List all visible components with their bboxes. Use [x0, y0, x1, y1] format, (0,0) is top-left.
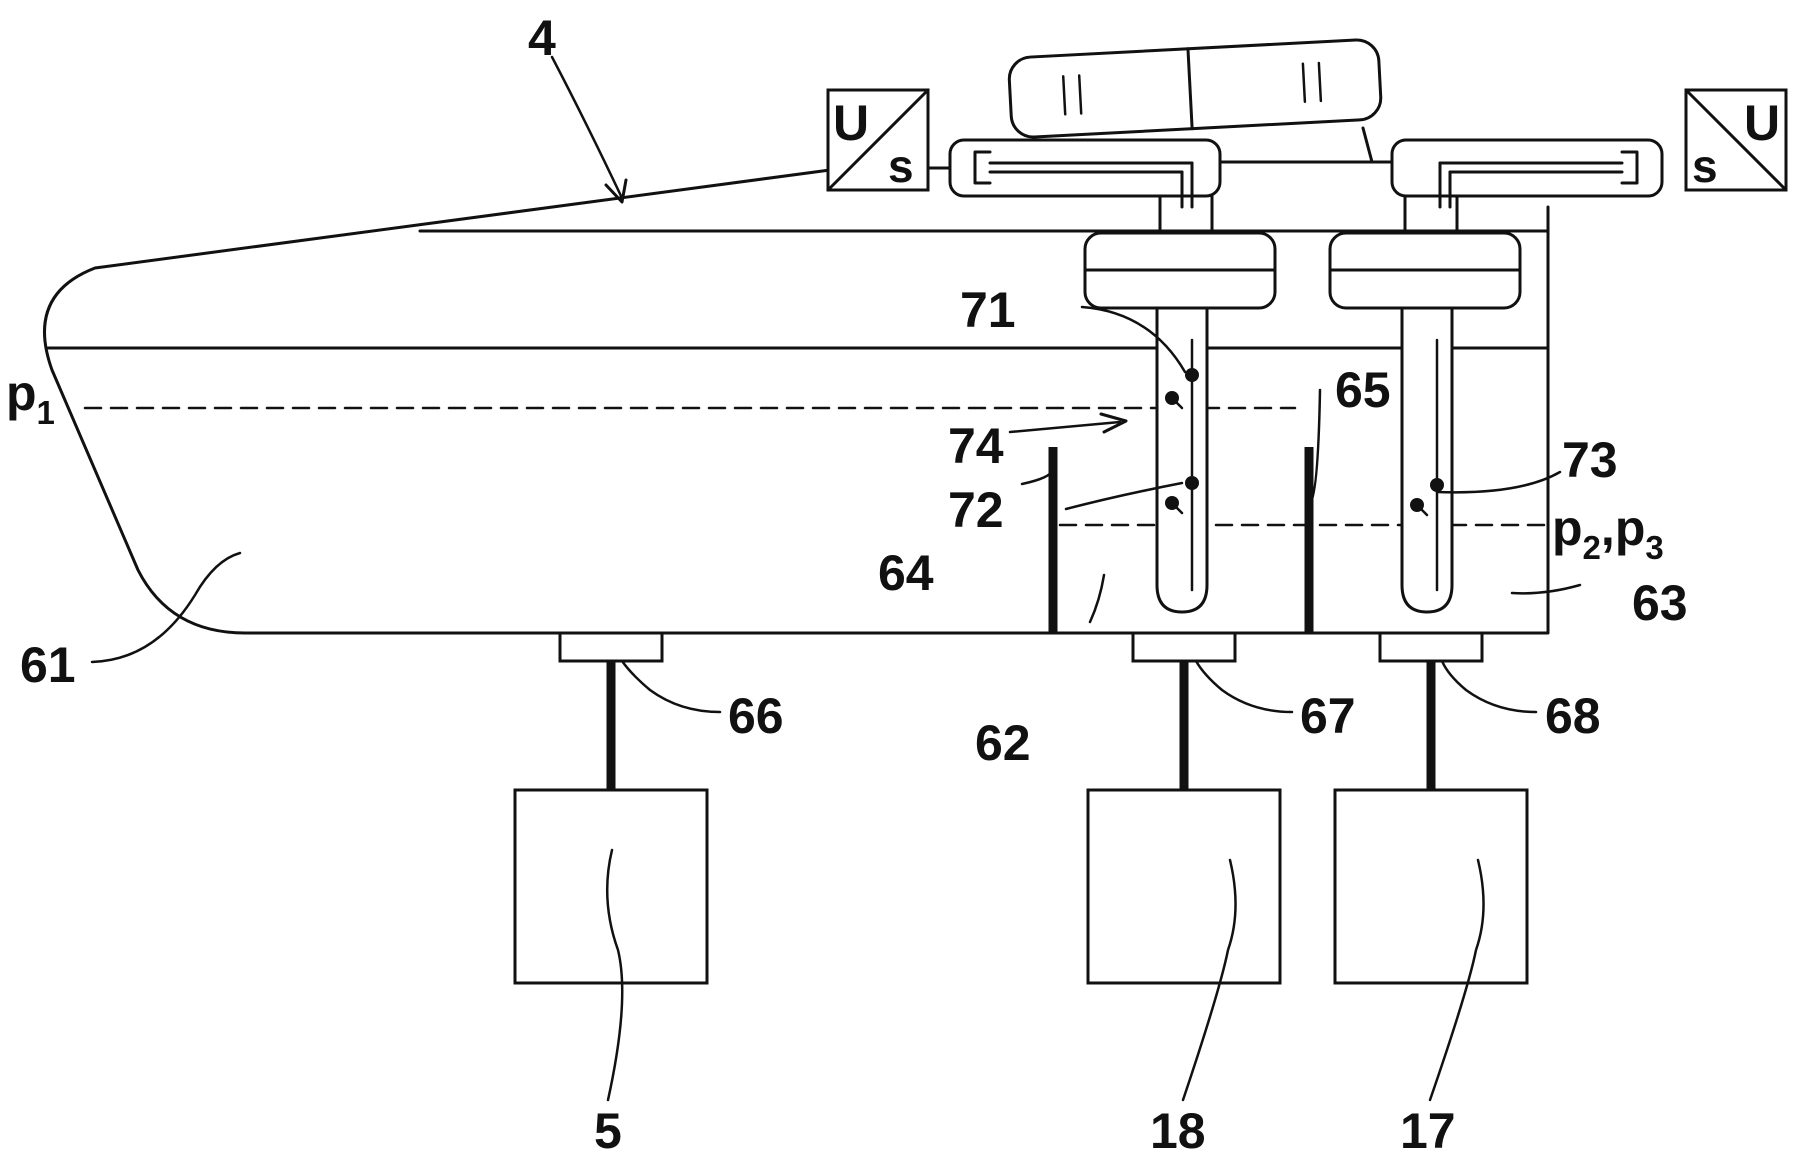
ports-and-pipes	[558, 631, 1484, 790]
converter-right-top: U	[1744, 95, 1780, 151]
label-65: 65	[1335, 362, 1391, 418]
unit-middle-box	[1086, 788, 1282, 985]
label-p1: p1	[6, 365, 55, 431]
label-73: 73	[1562, 432, 1618, 488]
label-74: 74	[948, 418, 1004, 474]
label-68: 68	[1545, 688, 1601, 744]
label-62: 62	[975, 715, 1031, 771]
label-66: 66	[728, 688, 784, 744]
cap-assembly	[926, 38, 1664, 235]
converter-right-bottom: s	[1692, 140, 1718, 192]
label-17: 17	[1400, 1103, 1456, 1159]
unit-left-box	[513, 788, 709, 985]
label-64: 64	[878, 545, 934, 601]
label-4: 4	[528, 10, 556, 66]
converter-left-top: U	[833, 95, 869, 151]
converter-left: U s	[826, 88, 930, 192]
label-67: 67	[1300, 688, 1356, 744]
converter-left-bottom: s	[888, 140, 914, 192]
label-5: 5	[594, 1103, 622, 1159]
leader-lines	[90, 55, 1582, 1102]
unit-right-box	[1333, 788, 1529, 985]
level-labels: p1 p2,p3	[6, 365, 1664, 566]
label-61: 61	[20, 637, 76, 693]
float-sensor-left	[1083, 231, 1277, 614]
label-18: 18	[1150, 1103, 1206, 1159]
label-72: 72	[948, 482, 1004, 538]
reservoir-outline	[43, 168, 1550, 635]
float-sensor-right	[1328, 231, 1522, 614]
label-63: 63	[1632, 575, 1688, 631]
converter-right: U s	[1684, 88, 1788, 192]
label-p2-p3: p2,p3	[1552, 500, 1664, 566]
label-71: 71	[960, 282, 1016, 338]
reference-labels: 4 61 62 63 64 65 66 67 68 71 72 73 74 5 …	[20, 10, 1688, 1159]
